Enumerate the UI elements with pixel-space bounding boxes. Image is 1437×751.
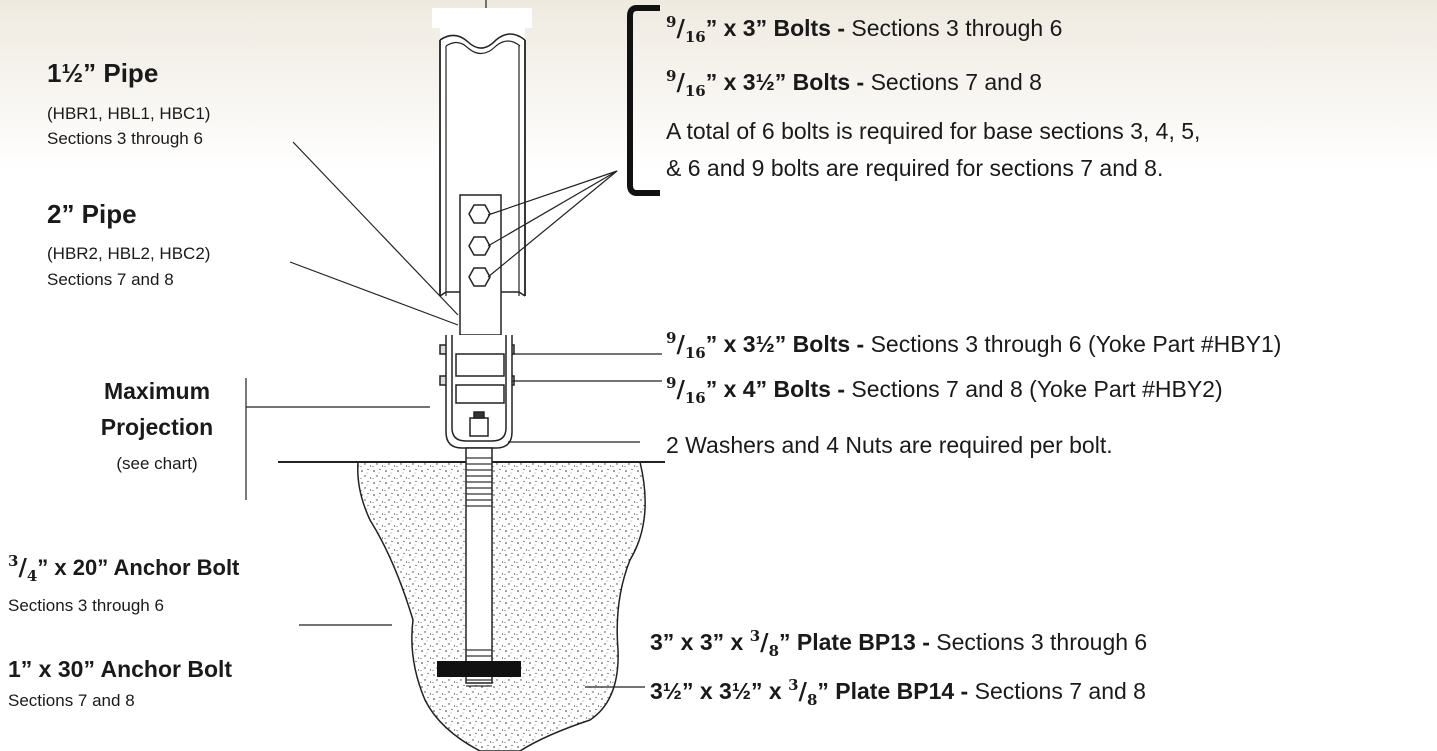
anchor-1-sections: Sections 7 and 8 (8, 691, 135, 710)
upper-bolt-1: 9/16” x 3” Bolts - Sections 3 through 6 (666, 13, 1063, 46)
projection-line2: Projection (100, 414, 214, 440)
projection-note: (see chart) (116, 454, 198, 473)
anchor-34-title: 3/4” x 20” Anchor Bolt (8, 552, 240, 585)
leader-lines (245, 0, 662, 688)
pipe-2-models: (HBR2, HBL2, HBC2) (47, 244, 211, 263)
pipe-2-sections: Sections 7 and 8 (47, 270, 174, 289)
upper-bolt-2: 9/16” x 3½” Bolts - Sections 7 and 8 (666, 67, 1042, 100)
channel-bolts (468, 204, 491, 287)
washers-note: 2 Washers and 4 Nuts are required per bo… (666, 432, 1113, 458)
yoke-bolt-1: 9/16” x 3½” Bolts - Sections 3 through 6… (666, 329, 1282, 362)
plate-bp14: 3½” x 3½” x 3/8” Plate BP14 - Sections 7… (650, 676, 1146, 709)
anchor-34-sections: Sections 3 through 6 (8, 596, 164, 615)
pipe-2-title: 2” Pipe (47, 199, 137, 229)
yoke (439, 335, 515, 449)
upper-bolt-note-1: A total of 6 bolts is required for base … (666, 118, 1201, 144)
anchor-rod (437, 447, 521, 687)
pipe-15-models: (HBR1, HBL1, HBC1) (47, 104, 211, 123)
projection-line1: Maximum (103, 378, 211, 404)
background-wash (0, 0, 1437, 170)
anchor-1-title: 1” x 30” Anchor Bolt (8, 656, 233, 682)
pipe-15-title: 1½” Pipe (47, 58, 159, 88)
upper-bolt-note-2: & 6 and 9 bolts are required for section… (666, 155, 1164, 181)
yoke-bolt-2: 9/16” x 4” Bolts - Sections 7 and 8 (Yok… (666, 374, 1223, 407)
pipe-15-sections: Sections 3 through 6 (47, 129, 203, 148)
plate-bp13: 3” x 3” x 3/8” Plate BP13 - Sections 3 t… (650, 627, 1148, 660)
bolt-bracket (627, 5, 660, 196)
concrete-footing (357, 461, 646, 751)
